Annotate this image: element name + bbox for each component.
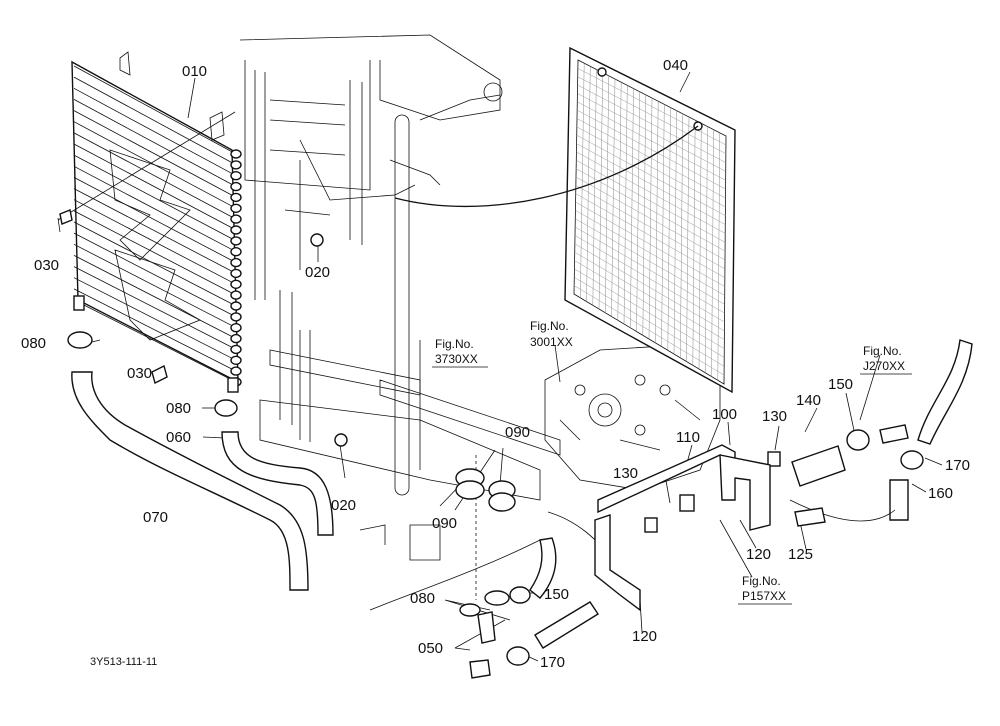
part-labels: 010 040 030 020 080 030 080 060 070 020 … — [21, 57, 970, 671]
figure-reference-p157: Fig.No. P157XX — [738, 574, 792, 605]
part-label-080: 080 — [166, 400, 191, 417]
part-label-170: 170 — [945, 457, 970, 474]
figure-reference-3730: Fig.No. 3730XX — [432, 337, 488, 368]
part-label-020: 020 — [305, 264, 330, 281]
figure-reference-3001: Fig.No. 3001XX — [530, 319, 573, 349]
part-label-140: 140 — [796, 392, 821, 409]
part-label-070: 070 — [143, 509, 168, 526]
part-label-150: 150 — [544, 586, 569, 603]
part-label-030: 030 — [127, 365, 152, 382]
part-label-110: 110 — [676, 429, 700, 446]
engine-block — [544, 344, 721, 491]
part-label-130: 130 — [613, 465, 638, 482]
part-label-120: 120 — [746, 546, 771, 563]
part-label-020: 020 — [331, 497, 356, 514]
part-label-090: 090 — [432, 515, 457, 532]
part-label-170: 170 — [540, 654, 565, 671]
screen-040 — [394, 46, 736, 394]
small-parts — [59, 209, 924, 679]
part-label-125: 125 — [788, 546, 813, 563]
part-label-100: 100 — [712, 406, 737, 423]
fig-ref-label: Fig.No. — [435, 337, 474, 351]
part-label-080: 080 — [410, 590, 435, 607]
diagram-code: 3Y513-111-11 — [90, 656, 157, 668]
fig-ref-label: Fig.No. — [863, 344, 902, 358]
part-label-090: 090 — [505, 424, 530, 441]
fig-ref-number: P157XX — [742, 589, 786, 603]
fig-ref-number: J270XX — [863, 359, 905, 373]
figure-reference-j270: Fig.No. J270XX — [860, 344, 912, 375]
part-label-010: 010 — [182, 63, 207, 80]
part-label-050: 050 — [418, 640, 443, 657]
fig-ref-number: 3730XX — [435, 352, 478, 366]
part-label-030: 030 — [34, 257, 59, 274]
part-label-060: 060 — [166, 429, 191, 446]
part-label-040: 040 — [663, 57, 688, 74]
part-label-120: 120 — [632, 628, 657, 645]
part-label-150: 150 — [828, 376, 853, 393]
fig-ref-number: 3001XX — [530, 335, 573, 349]
fig-ref-label: Fig.No. — [530, 319, 569, 333]
part-label-080: 080 — [21, 335, 46, 352]
part-label-160: 160 — [928, 485, 953, 502]
part-label-130: 130 — [762, 408, 787, 425]
fig-ref-label: Fig.No. — [742, 574, 781, 588]
oil-cooler-010 — [71, 51, 242, 393]
